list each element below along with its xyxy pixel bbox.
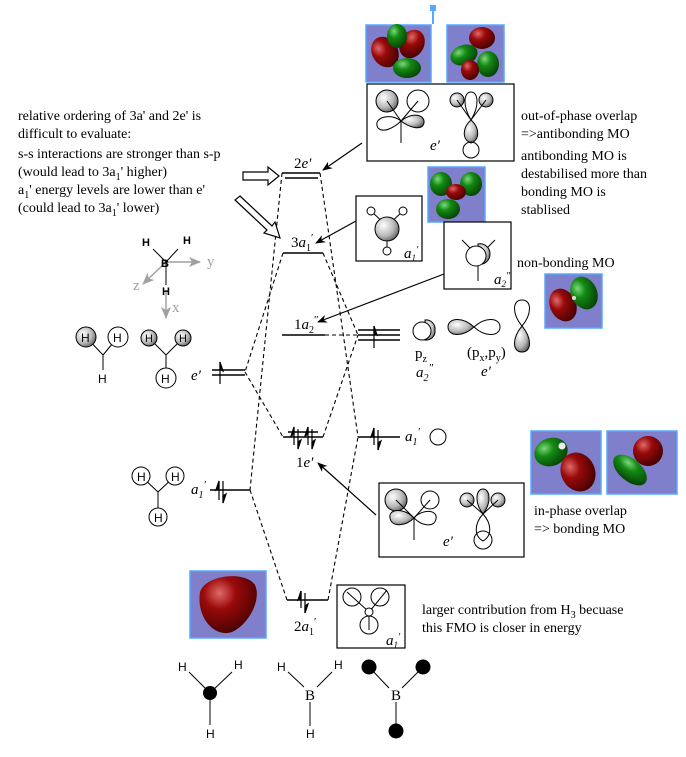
svg-text:H: H — [206, 727, 215, 741]
pz-label: pz — [415, 346, 428, 365]
orbital-box-2e-antibonding: e′ — [366, 83, 515, 162]
svg-text:H: H — [154, 511, 163, 525]
h3-a1-orbital: H H H — [131, 466, 185, 527]
box-label-a1: a1′ — [404, 245, 419, 263]
svg-text:H: H — [113, 331, 122, 345]
h3-e-orbital-b: H H H — [140, 329, 192, 389]
level-label-3a1: 3a1′ — [291, 232, 313, 254]
level-label-2e: 2e′ — [294, 156, 312, 172]
correlation-lines — [244, 172, 359, 601]
svg-text:H: H — [306, 727, 315, 741]
svg-text:H: H — [179, 333, 187, 345]
orbital-box-2a1: a1′ — [336, 584, 406, 650]
mo-render-1e-b[interactable] — [606, 430, 678, 495]
orbital-box-1e-bonding: e′ — [378, 482, 525, 558]
note-antibonding: out-of-phase overlap =>antibonding MO an… — [521, 109, 647, 218]
boron-p-orbitals — [412, 299, 530, 353]
axis-atom-h3: H — [162, 286, 170, 298]
box-label-a1-bottom: a1′ — [386, 632, 401, 650]
h3-e-orbital-a: H H H — [75, 326, 129, 386]
svg-text:H: H — [234, 658, 243, 672]
level-label-h3-e: e′ — [191, 368, 202, 384]
axis-atom-h1: H — [142, 237, 150, 249]
note-fmo: larger contribution from H3 becuase this… — [422, 603, 624, 636]
note-ordering: relative ordering of 3a' and 2e' is diff… — [18, 109, 221, 219]
hollow-arrows — [234, 165, 281, 239]
pointer-arrows — [315, 142, 445, 516]
svg-text:H: H — [171, 470, 180, 484]
svg-text:H: H — [98, 372, 107, 386]
svg-text:H: H — [178, 660, 187, 674]
axis-label-x: x — [172, 300, 180, 316]
svg-text:B: B — [391, 688, 401, 704]
pxpy-label: (px,py) — [467, 345, 506, 364]
mo-render-1e-a[interactable] — [530, 430, 602, 497]
boron-s-orbital — [429, 428, 447, 446]
axis-label-y: y — [207, 254, 215, 270]
svg-text:H: H — [145, 333, 153, 345]
orbital-box-1a2: a2″ — [443, 221, 512, 290]
structure-bh3: B H H H — [277, 658, 343, 741]
electrons — [214, 325, 383, 614]
axis-label-z: z — [133, 278, 140, 294]
coordinate-axes: B H H H y z x — [133, 235, 215, 319]
svg-text:H: H — [334, 658, 343, 672]
svg-text:H: H — [81, 331, 90, 345]
structure-b-with-h-spheres: B — [361, 659, 431, 739]
box-label-e-bottom: e′ — [443, 534, 454, 550]
selection-handle-knob[interactable] — [430, 5, 436, 11]
svg-text:H: H — [161, 372, 170, 386]
box-label-a2: a2″ — [494, 271, 511, 289]
level-label-h3-a1: a1′ — [191, 479, 207, 501]
level-label-b-a1: a1′ — [405, 426, 421, 448]
box-label-e-top: e′ — [430, 138, 441, 154]
note-nonbonding: non-bonding MO — [517, 256, 615, 271]
mo-render-2a1[interactable] — [189, 570, 267, 639]
mo-render-2e-a[interactable] — [365, 24, 432, 83]
energy-levels — [210, 172, 400, 601]
svg-text:H: H — [137, 470, 146, 484]
note-bonding: in-phase overlap => bonding MO — [534, 504, 627, 537]
orbital-box-3a1: a1′ — [355, 195, 423, 263]
level-label-1e: 1e′ — [296, 455, 314, 471]
pz-symmetry-label: a2″ — [416, 362, 434, 384]
pxpy-symmetry-label: e′ — [481, 364, 492, 380]
mo-render-1a2[interactable] — [544, 272, 603, 329]
axis-atom-h2: H — [183, 235, 191, 247]
axis-atom-b: B — [161, 258, 169, 270]
mo-render-2e-b[interactable] — [446, 24, 505, 83]
structure-h3-fragment: H H H — [178, 658, 243, 741]
svg-text:B: B — [305, 688, 315, 704]
mo-render-3a1[interactable] — [427, 166, 486, 223]
level-label-2a1: 2a1′ — [294, 616, 316, 638]
svg-text:H: H — [277, 660, 286, 674]
level-label-1a2: 1a2″ — [294, 314, 319, 336]
